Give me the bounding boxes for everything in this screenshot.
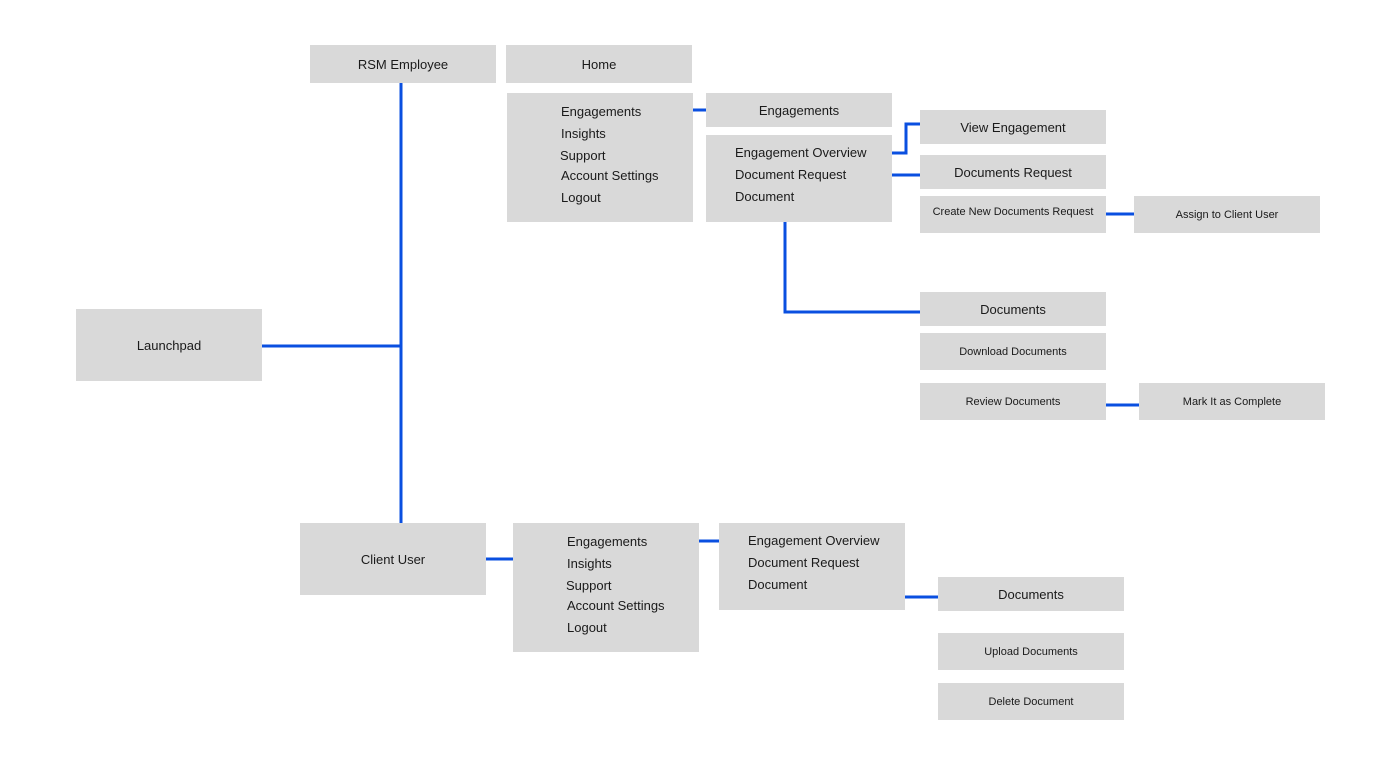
review-documents-label: Review Documents <box>965 395 1061 408</box>
client-document-request[interactable]: Document Request <box>748 555 860 570</box>
engagements-label: Engagements <box>758 102 840 118</box>
upload-documents-node[interactable]: Upload Documents <box>938 633 1124 670</box>
documents-request-node[interactable]: Documents Request <box>920 155 1106 189</box>
documents-request-label: Documents Request <box>954 164 1072 180</box>
home-label: Home <box>581 56 617 72</box>
employee-nav-menu: Engagements Insights Support Account Set… <box>507 93 693 222</box>
view-engagement-label: View Engagement <box>960 119 1066 135</box>
delete-document-label: Delete Document <box>988 695 1074 708</box>
employee-nav-engagements[interactable]: Engagements <box>561 104 642 119</box>
client-documents-label: Documents <box>998 586 1064 602</box>
client-nav-engagements[interactable]: Engagements <box>567 534 648 549</box>
assign-client-user-label: Assign to Client User <box>1175 208 1279 221</box>
employee-engagement-menu: Engagement Overview Document Request Doc… <box>706 135 892 222</box>
assign-client-user-node[interactable]: Assign to Client User <box>1134 196 1320 233</box>
download-documents-node[interactable]: Download Documents <box>920 333 1106 370</box>
client-engagement-menu: Engagement Overview Document Request Doc… <box>719 523 905 610</box>
employee-nav-insights[interactable]: Insights <box>561 126 606 141</box>
employee-nav-support[interactable]: Support <box>560 148 606 163</box>
client-engagement-overview[interactable]: Engagement Overview <box>748 533 880 548</box>
engagements-node[interactable]: Engagements <box>706 93 892 127</box>
mark-complete-label: Mark It as Complete <box>1182 395 1282 408</box>
client-nav-support[interactable]: Support <box>566 578 612 593</box>
launchpad-label: Launchpad <box>136 337 202 353</box>
employee-documents-label: Documents <box>980 301 1046 317</box>
connector-view-engagement <box>892 122 920 155</box>
employee-document[interactable]: Document <box>735 189 795 204</box>
rsm-employee-label: RSM Employee <box>357 56 449 72</box>
view-engagement-node[interactable]: View Engagement <box>920 110 1106 144</box>
connector-employee-documents <box>783 222 920 314</box>
employee-documents-node[interactable]: Documents <box>920 292 1106 326</box>
mark-complete-node[interactable]: Mark It as Complete <box>1139 383 1325 420</box>
employee-nav-logout[interactable]: Logout <box>561 190 601 205</box>
employee-document-request[interactable]: Document Request <box>735 167 847 182</box>
employee-engagement-overview[interactable]: Engagement Overview <box>735 145 867 160</box>
home-node[interactable]: Home <box>506 45 692 83</box>
review-documents-node[interactable]: Review Documents <box>920 383 1106 420</box>
client-document[interactable]: Document <box>748 577 808 592</box>
client-user-label: Client User <box>360 551 426 567</box>
create-documents-request-label: Create New Documents Request <box>932 206 1094 218</box>
upload-documents-label: Upload Documents <box>984 645 1078 658</box>
delete-document-node[interactable]: Delete Document <box>938 683 1124 720</box>
launchpad-node[interactable]: Launchpad <box>76 309 262 381</box>
client-documents-node[interactable]: Documents <box>938 577 1124 611</box>
create-documents-request-node[interactable]: Create New Documents Request <box>920 196 1106 233</box>
rsm-employee-node[interactable]: RSM Employee <box>310 45 496 83</box>
client-user-node[interactable]: Client User <box>300 523 486 595</box>
client-nav-account-settings[interactable]: Account Settings <box>567 598 665 613</box>
client-nav-insights[interactable]: Insights <box>567 556 612 571</box>
employee-nav-account-settings[interactable]: Account Settings <box>561 168 659 183</box>
download-documents-label: Download Documents <box>959 345 1067 358</box>
client-nav-menu: Engagements Insights Support Account Set… <box>513 523 699 652</box>
client-nav-logout[interactable]: Logout <box>567 620 607 635</box>
